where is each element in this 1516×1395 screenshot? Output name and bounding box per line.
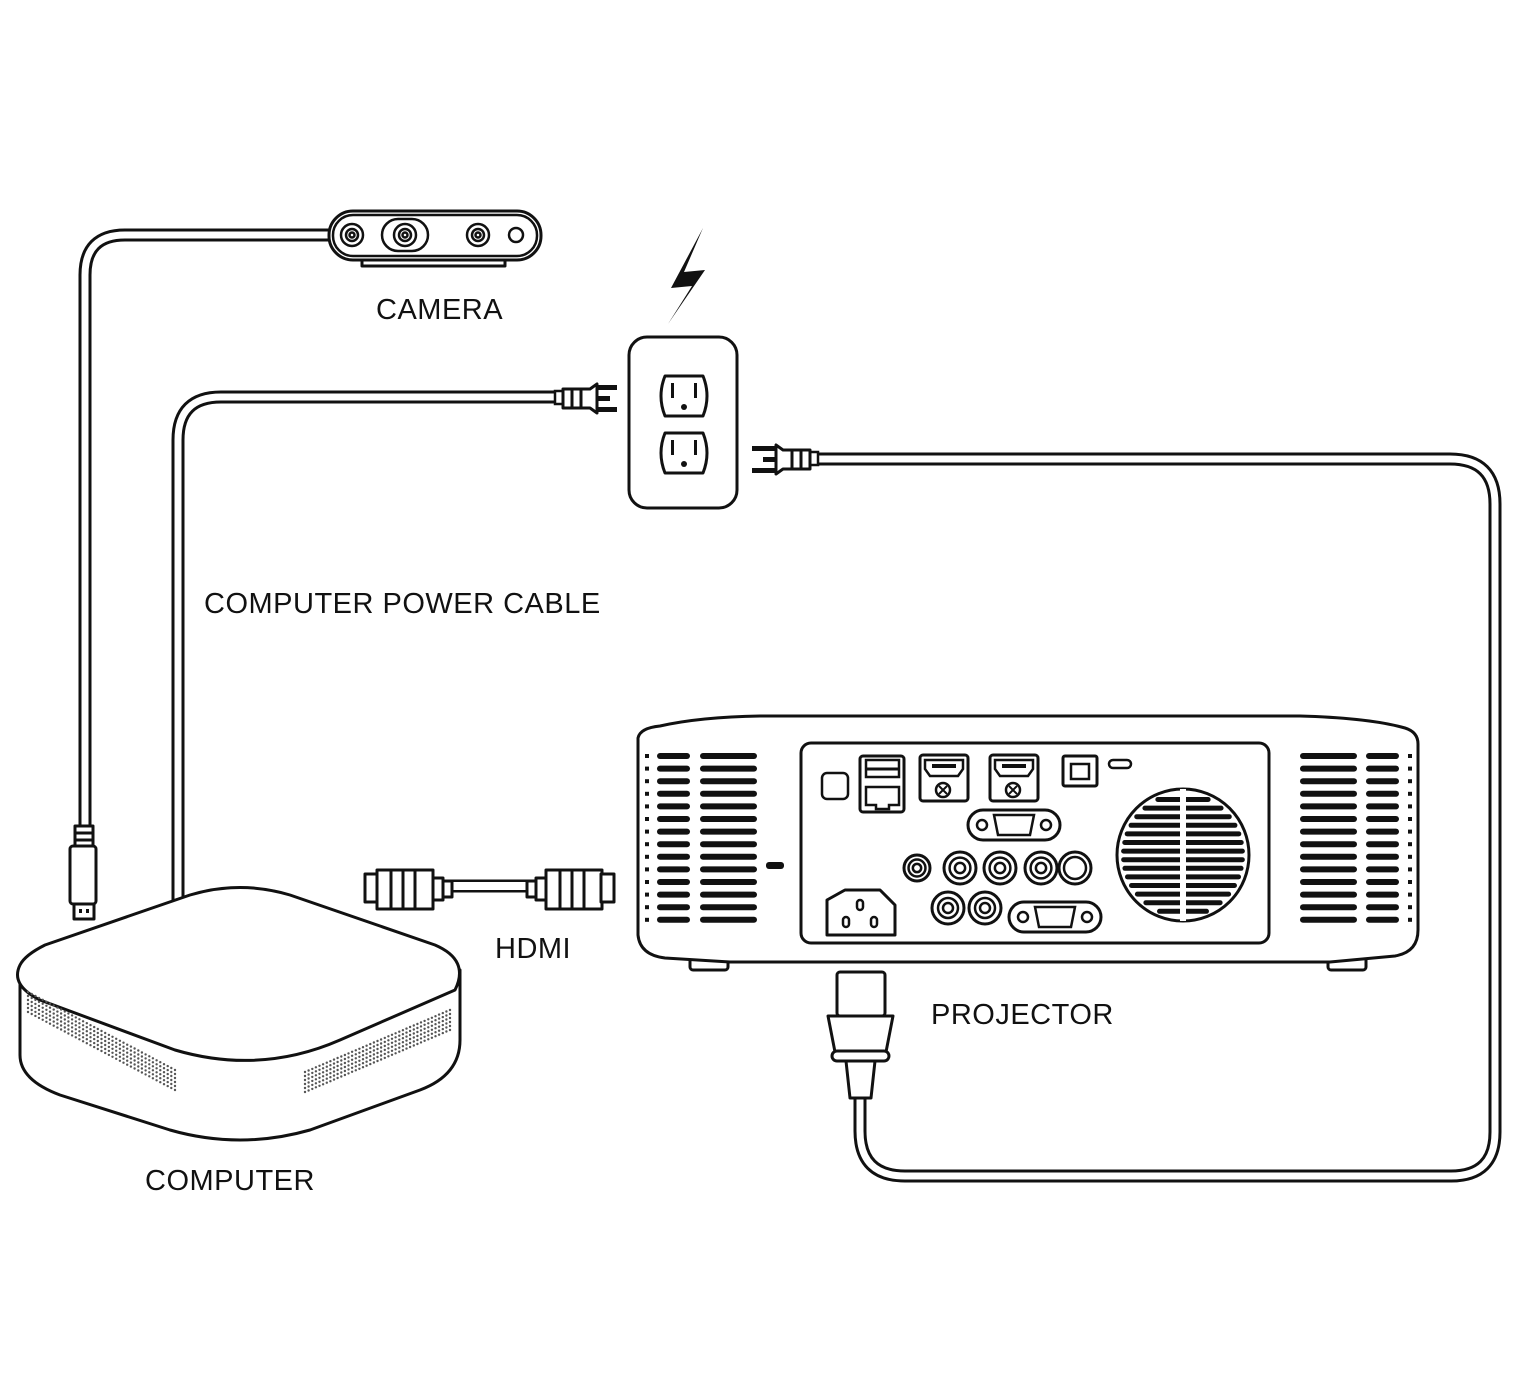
computer-power-cable-label: COMPUTER POWER CABLE [204, 588, 601, 620]
computer-label: COMPUTER [145, 1165, 315, 1197]
ventilation-grille [303, 1008, 452, 1094]
camera-label: CAMERA [376, 294, 504, 326]
vga-port [966, 808, 1062, 842]
rca-ports [902, 850, 1059, 886]
hdmi-port [988, 753, 1040, 803]
computer-device [16, 886, 462, 1142]
ventilation-grille [26, 990, 177, 1092]
wall-outlet-icon [627, 335, 739, 510]
hdmi-port [918, 753, 970, 803]
ventilation-grille [1300, 753, 1412, 923]
usb-plug-icon [68, 824, 98, 921]
vga-port [1007, 900, 1103, 934]
power-plug-icon [752, 443, 820, 476]
iec-plug-icon [826, 970, 895, 1100]
computer-power-cable [171, 390, 558, 905]
camera-usb-cable [78, 228, 335, 830]
power-plug-icon [553, 382, 617, 415]
lightning-bolt-icon [668, 228, 705, 324]
hdmi-cable [363, 868, 616, 911]
projector-label: PROJECTOR [931, 999, 1114, 1031]
projector-power-cable [818, 452, 1502, 1183]
ventilation-grille [645, 753, 757, 923]
projector-device [636, 714, 1420, 972]
camera-device [327, 209, 543, 268]
speaker-grille [1115, 787, 1251, 923]
ac-inlet [825, 888, 897, 937]
hdmi-label: HDMI [495, 933, 572, 965]
